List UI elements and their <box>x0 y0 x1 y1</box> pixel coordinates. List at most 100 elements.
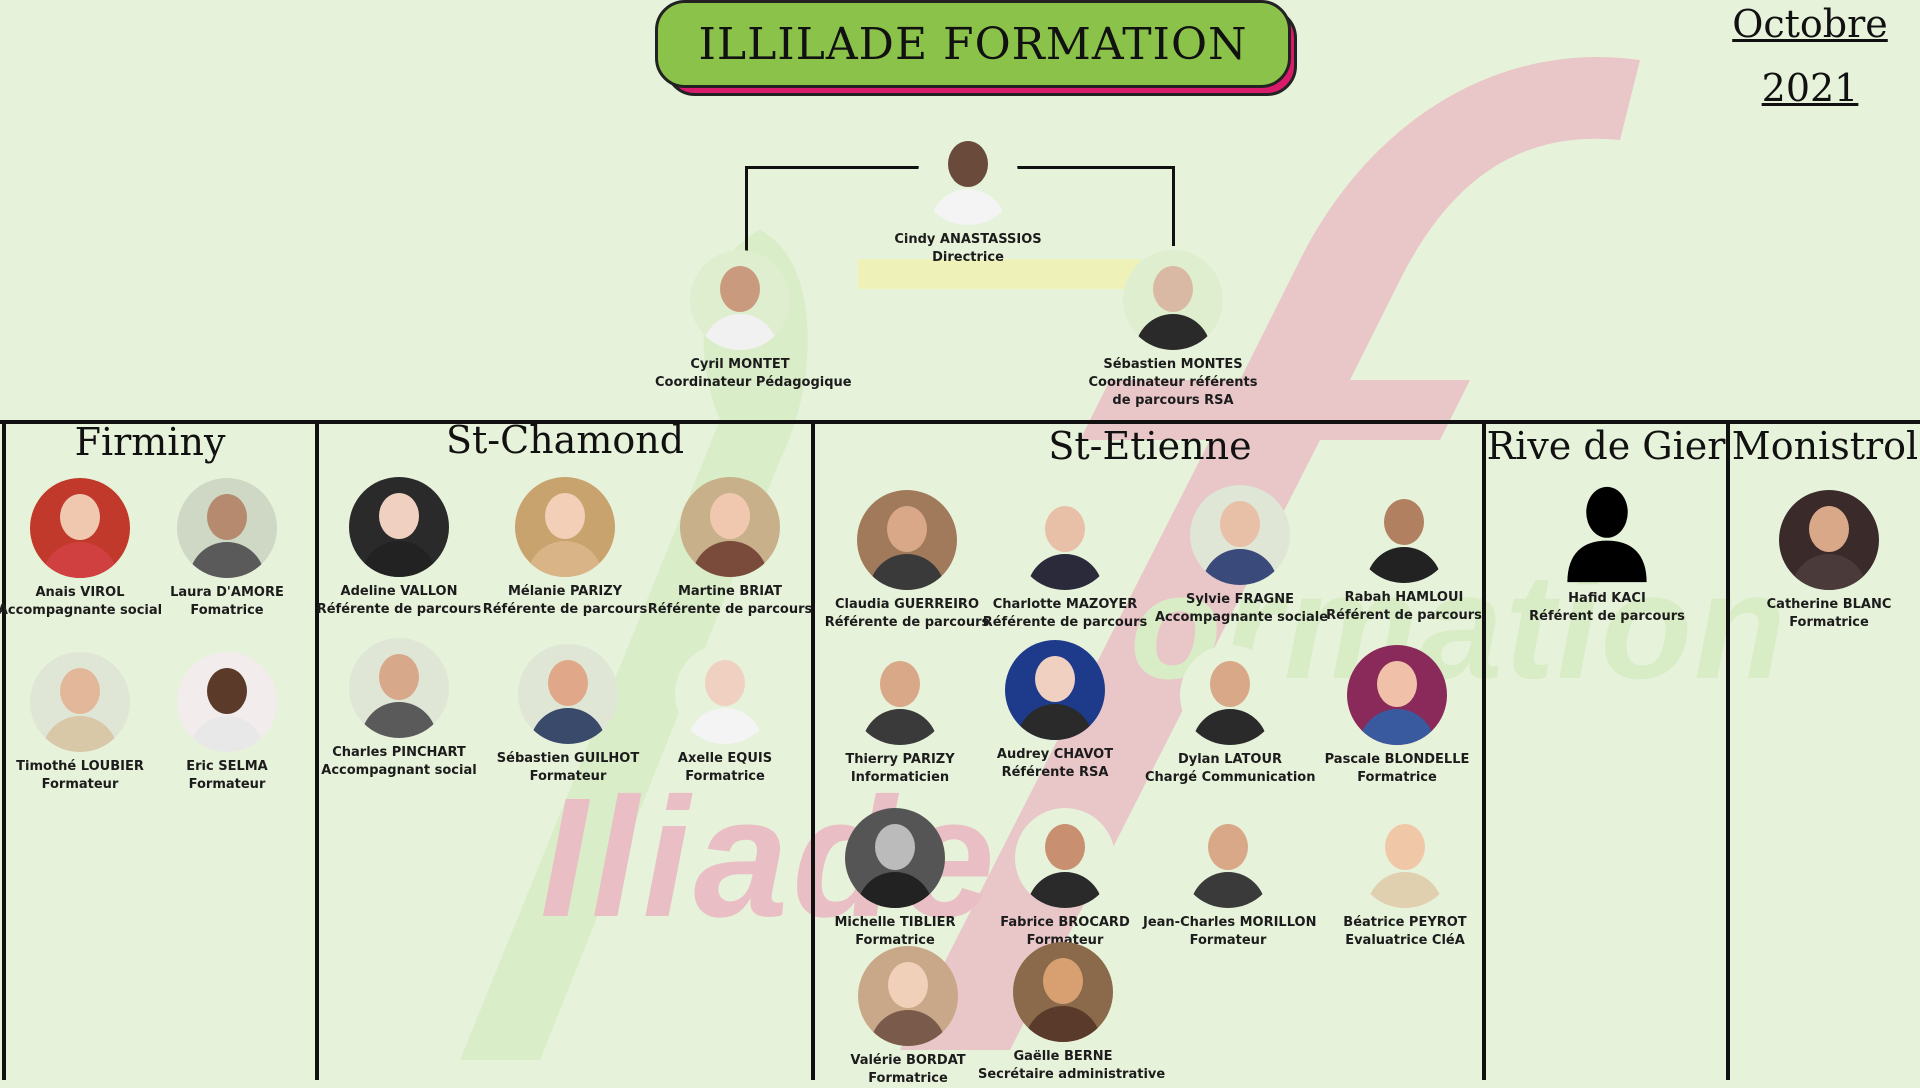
person-name: Fabrice BROCARD <box>1000 915 1130 930</box>
divider-stetienne-rive <box>1482 420 1486 1080</box>
avatar <box>858 946 958 1046</box>
person-role: Coordinateur Pédagogique <box>655 375 852 390</box>
person-role: Coordinateur référents <box>1088 375 1258 390</box>
person-role: Directrice <box>932 250 1004 265</box>
person-role: Formatrice <box>1357 770 1437 785</box>
avatar <box>918 125 1018 225</box>
director-highlight <box>858 259 1140 289</box>
person-stetienne-14: Gaëlle BERNE Secrétaire administrative <box>978 942 1166 1084</box>
person-stetienne-8: Pascale BLONDELLE Formatrice <box>1312 645 1482 787</box>
divider-firminy-stchamond <box>315 420 319 1080</box>
avatar <box>177 478 277 578</box>
person-role: Référente de parcours <box>482 602 648 617</box>
avatar <box>1178 808 1278 908</box>
person-stetienne-11: Jean-Charles MORILLON Formateur <box>1143 808 1316 950</box>
person-name: Catherine BLANC <box>1766 597 1892 612</box>
person-name: Eric SELMA <box>186 759 268 774</box>
person-role: Référente de parcours <box>982 615 1148 630</box>
person-name: Valérie BORDAT <box>850 1053 966 1068</box>
person-role: Accompagnant social <box>321 763 477 778</box>
person-name: Anais VIROL <box>35 585 125 600</box>
person-role: Chargé Communication <box>1145 770 1316 785</box>
person-role: Formateur <box>188 777 266 792</box>
avatar <box>1355 808 1455 908</box>
person-stchamond-2: Mélanie PARIZY Référente de parcours <box>480 477 650 619</box>
person-role: Formateur <box>1189 933 1267 948</box>
person-role: Formateur <box>529 769 607 784</box>
page-title: ILLILADE FORMATION <box>655 0 1291 88</box>
person-role: Evaluatrice CléA <box>1345 933 1465 948</box>
avatar <box>349 638 449 738</box>
person-name: Gaëlle BERNE <box>1013 1049 1113 1064</box>
person-name: Sylvie FRAGNE <box>1186 592 1294 607</box>
avatar <box>349 477 449 577</box>
person-name: Mélanie PARIZY <box>507 584 623 599</box>
avatar <box>1015 808 1115 908</box>
person-stetienne-7: Dylan LATOUR Chargé Communication <box>1145 645 1316 787</box>
person-name: Claudia GUERREIRO <box>835 597 979 612</box>
person-firminy-4: Eric SELMA Formateur <box>142 652 312 794</box>
person-firminy-3: Timothé LOUBIER Formateur <box>0 652 165 794</box>
person-stetienne-13: Valérie BORDAT Formatrice <box>823 946 993 1088</box>
avatar <box>518 644 618 744</box>
avatar <box>857 490 957 590</box>
date-year: 2021 <box>1761 66 1859 110</box>
offices-top-border <box>0 420 1920 424</box>
avatar <box>1354 483 1454 583</box>
person-name: Rabah HAMLOUI <box>1344 590 1464 605</box>
person-name: Sébastien GUILHOT <box>496 751 640 766</box>
avatar <box>680 477 780 577</box>
date-month: Octobre <box>1732 2 1888 46</box>
person-name: Cyril MONTET <box>690 357 790 372</box>
avatar <box>515 477 615 577</box>
person-stetienne-3: Sylvie FRAGNE Accompagnante sociale <box>1155 485 1328 627</box>
person-rivedegier-1: Hafid KACI Référent de parcours <box>1522 484 1692 626</box>
connector-right <box>1172 166 1175 246</box>
person-stetienne-6: Audrey CHAVOT Référente RSA <box>970 640 1140 782</box>
avatar <box>30 478 130 578</box>
person-name: Michelle TIBLIER <box>834 915 956 930</box>
person-stchamond-5: Sébastien GUILHOT Formateur <box>483 644 653 786</box>
person-role: Référente de parcours <box>647 602 813 617</box>
person-role: Formateur <box>41 777 119 792</box>
person-role: Formatrice <box>868 1071 948 1086</box>
person-name: Béatrice PEYROT <box>1343 915 1467 930</box>
person-firminy-1: Anais VIROL Accompagnante social <box>0 478 165 620</box>
avatar <box>177 652 277 752</box>
person-stchamond-1: Adeline VALLON Référente de parcours <box>314 477 484 619</box>
avatar <box>675 644 775 744</box>
avatar <box>850 645 950 745</box>
avatar <box>1779 490 1879 590</box>
person-role: Référente de parcours <box>316 602 482 617</box>
person-name: Charles PINCHART <box>332 745 466 760</box>
person-stetienne-10: Fabrice BROCARD Formateur <box>980 808 1150 950</box>
avatar <box>1347 645 1447 745</box>
divider-left-edge <box>2 420 6 1080</box>
person-name: Hafid KACI <box>1568 591 1646 606</box>
office-title-stetienne: St-Etienne <box>1048 424 1252 468</box>
person-director: Cindy ANASTASSIOS Directrice <box>883 125 1053 267</box>
divider-stchamond-stetienne <box>811 420 815 1080</box>
person-role: Formatrice <box>855 933 935 948</box>
person-stetienne-9: Michelle TIBLIER Formatrice <box>810 808 980 950</box>
avatar <box>1005 640 1105 740</box>
person-coordinator: Cyril MONTET Coordinateur Pédagogique <box>655 250 852 392</box>
person-role: Informaticien <box>850 770 950 785</box>
person-stetienne-4: Rabah HAMLOUI Référent de parcours <box>1319 483 1489 625</box>
avatar <box>1180 645 1280 745</box>
person-stetienne-2: Charlotte MAZOYER Référente de parcours <box>980 490 1150 632</box>
avatar <box>845 808 945 908</box>
person-name: Martine BRIAT <box>677 584 783 599</box>
person-role: Formatrice <box>685 769 765 784</box>
person-name: Dylan LATOUR <box>1177 752 1283 767</box>
person-name: Axelle EQUIS <box>677 751 773 766</box>
person-role: Référent de parcours <box>1326 608 1482 623</box>
person-role: Référent de parcours <box>1529 609 1685 624</box>
person-name: Cindy ANASTASSIOS <box>894 232 1042 247</box>
person-name: Charlotte MAZOYER <box>992 597 1138 612</box>
avatar <box>1015 490 1115 590</box>
person-name: Pascale BLONDELLE <box>1324 752 1470 767</box>
person-name: Audrey CHAVOT <box>996 747 1114 762</box>
person-role: Secrétaire administrative <box>978 1067 1166 1082</box>
person-stetienne-12: Béatrice PEYROT Evaluatrice CléA <box>1320 808 1490 950</box>
